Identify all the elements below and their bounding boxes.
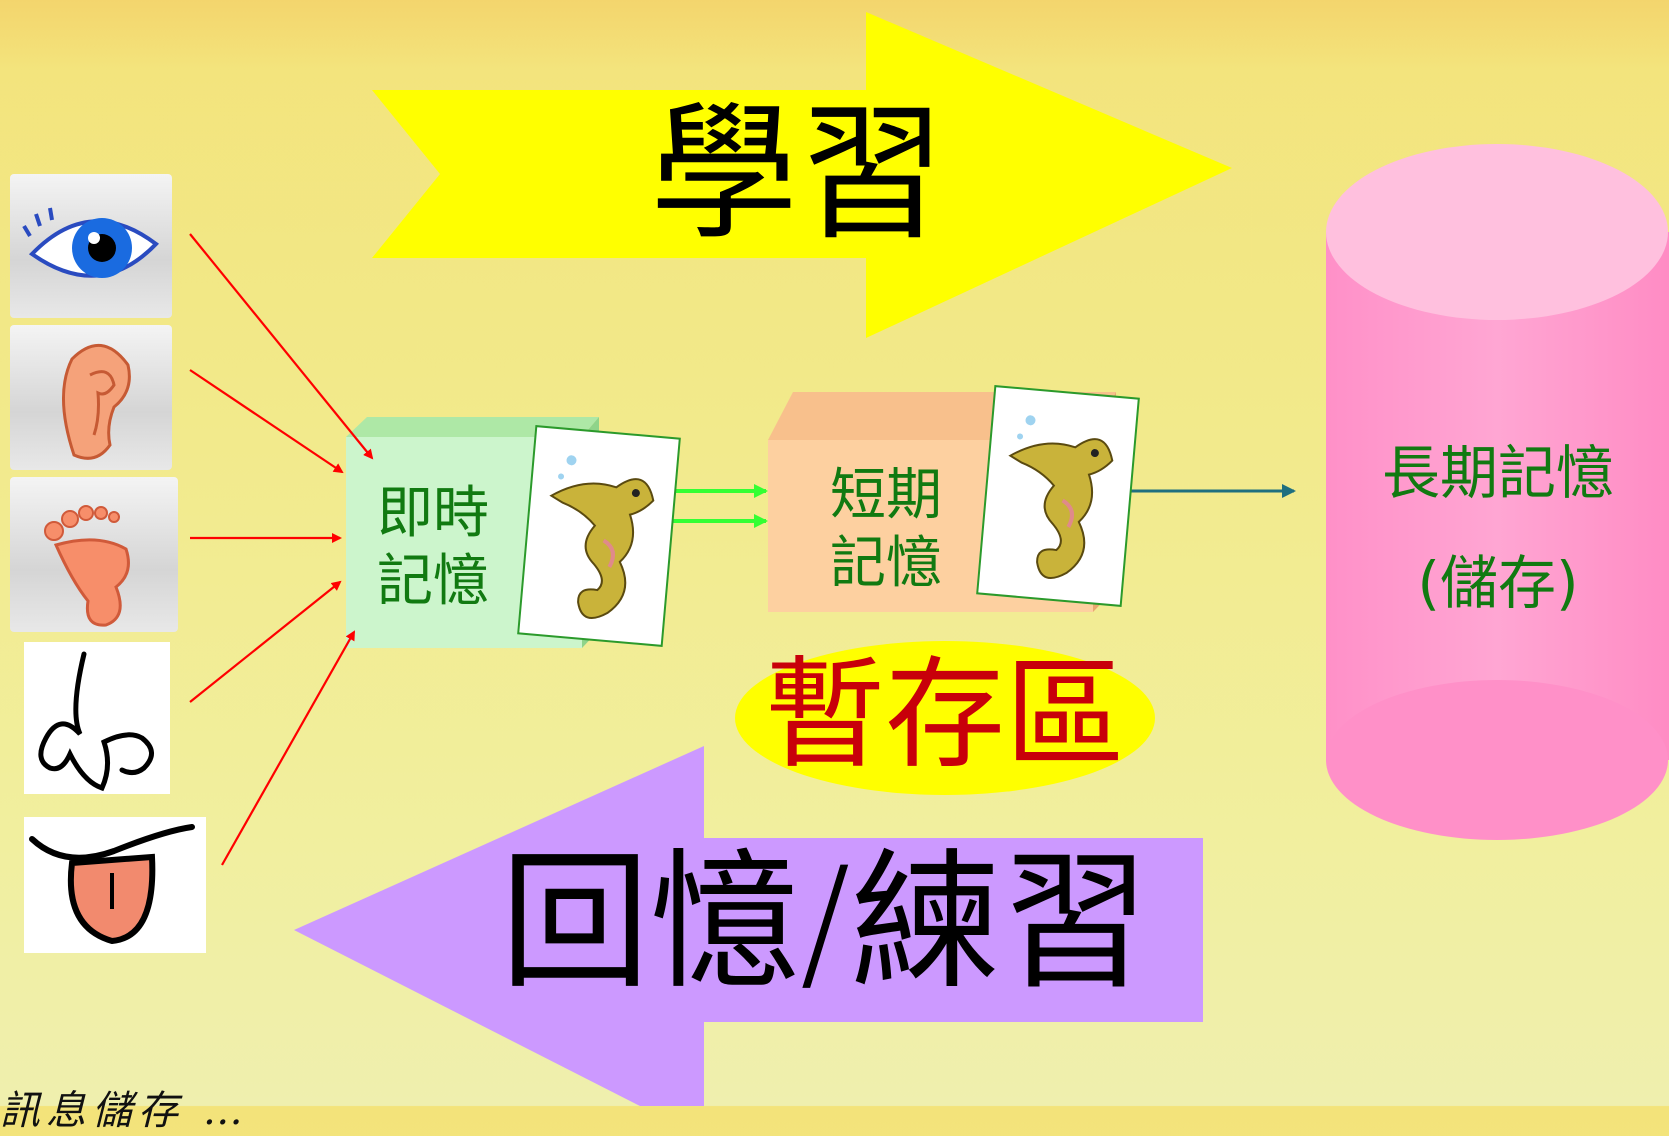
tongue-icon xyxy=(29,824,195,945)
handwritten-note: 訊息儲存 … xyxy=(0,1088,249,1134)
learning-arrow xyxy=(372,12,1232,338)
seahorse-icon xyxy=(549,455,655,620)
short-term-memory-line1: 短期 xyxy=(830,463,942,528)
sense-arrows xyxy=(189,233,374,866)
immediate-memory-label: 即時 記憶 xyxy=(368,480,498,617)
nose-tile xyxy=(24,642,170,794)
nose-icon xyxy=(38,651,154,792)
long-term-memory-cylinder xyxy=(1326,144,1669,840)
tongue-tile xyxy=(24,817,206,953)
long-term-memory-label: 長期記憶 (儲存) xyxy=(1364,418,1632,638)
buffer-label: 暫存區 xyxy=(765,646,1125,785)
seahorse-icon xyxy=(1008,415,1114,580)
ear-tile xyxy=(10,325,172,470)
foot-tile xyxy=(10,477,178,632)
eye-icon xyxy=(22,207,160,278)
long-term-memory-line1: 長期記憶 xyxy=(1381,439,1614,507)
top-band xyxy=(0,0,1669,70)
seahorse-card-short-term xyxy=(976,385,1140,607)
recall-label: 回憶/練習 xyxy=(500,836,1151,1010)
seahorse-card-immediate xyxy=(517,425,681,647)
short-term-memory-label: 短期 記憶 xyxy=(820,462,952,599)
short-term-memory-line2: 記憶 xyxy=(830,531,942,597)
learning-label: 學習 xyxy=(650,88,946,260)
foot-icon xyxy=(44,505,130,627)
eye-tile xyxy=(10,174,172,318)
diagram-canvas xyxy=(189,12,1669,1106)
buffer-highlight xyxy=(735,641,1155,795)
immediate-memory-line2: 記憶 xyxy=(377,549,489,615)
long-term-memory-line2: (儲存) xyxy=(1417,549,1579,618)
recall-arrow xyxy=(294,746,1203,1106)
immediate-memory-line1: 即時 xyxy=(377,481,489,546)
ear-icon xyxy=(61,343,131,460)
